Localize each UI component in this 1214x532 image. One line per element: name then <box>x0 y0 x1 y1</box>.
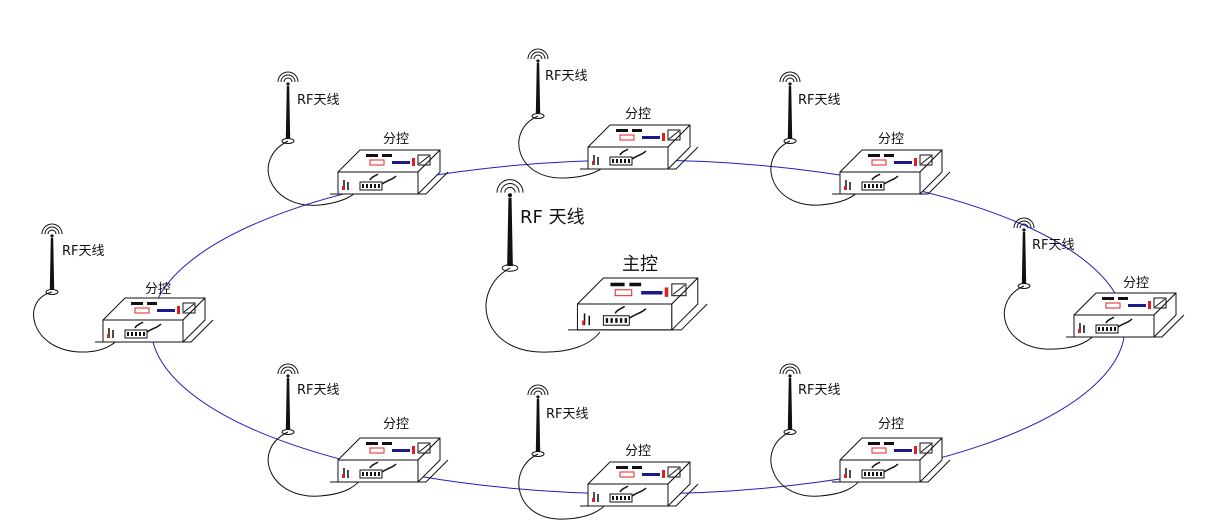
antenna-cable <box>485 267 601 353</box>
antenna-label: RF天线 <box>62 244 105 259</box>
controller-device-icon <box>95 297 214 343</box>
antenna-icon <box>779 363 801 435</box>
antenna-label: RF天线 <box>1032 238 1075 253</box>
antenna-label: RF天线 <box>798 383 841 398</box>
antenna-icon <box>277 71 299 144</box>
device-label: 分控 <box>145 282 171 297</box>
antenna-icon <box>779 71 801 144</box>
antenna-label: RF天线 <box>798 93 841 108</box>
sub-controller-nodes: RF天线分控RF天线分控RF天线分控RF天线分控RF天线分控RF天线分控RF天线… <box>33 48 1185 520</box>
antenna-icon <box>496 179 524 272</box>
antenna-icon <box>277 363 299 435</box>
device-label: 分控 <box>1123 276 1149 291</box>
main-antenna-label: RF 天线 <box>520 207 585 228</box>
device-label: 分控 <box>383 132 409 147</box>
antenna-cable <box>267 431 363 497</box>
device-label: 分控 <box>625 444 651 459</box>
controller-device-icon <box>1066 292 1185 338</box>
device-label: 分控 <box>625 107 651 122</box>
antenna-cable <box>518 115 611 179</box>
device-label: 分控 <box>878 132 904 147</box>
device-label: 分控 <box>383 417 409 432</box>
antenna-icon <box>41 223 63 295</box>
antenna-cable <box>1003 285 1099 350</box>
controller-device-icon <box>330 437 449 483</box>
controller-device-icon <box>580 461 699 507</box>
antenna-cable <box>770 140 863 206</box>
device-label: 分控 <box>878 417 904 432</box>
controller-device-icon <box>568 277 708 331</box>
controller-device-icon <box>330 149 449 195</box>
controller-device-icon <box>580 124 699 170</box>
antenna-icon <box>527 384 549 457</box>
main-device-label: 主控 <box>622 254 658 275</box>
antenna-cable <box>518 453 611 520</box>
antenna-icon <box>1013 217 1035 289</box>
antenna-label: RF天线 <box>297 93 340 108</box>
antenna-icon <box>527 48 549 119</box>
controller-device-icon <box>832 437 951 483</box>
antenna-cable <box>267 140 363 206</box>
antenna-cable <box>770 431 863 497</box>
antenna-label: RF天线 <box>297 383 340 398</box>
antenna-label: RF天线 <box>545 69 588 84</box>
controller-device-icon <box>832 149 951 195</box>
antenna-label: RF天线 <box>546 407 589 422</box>
